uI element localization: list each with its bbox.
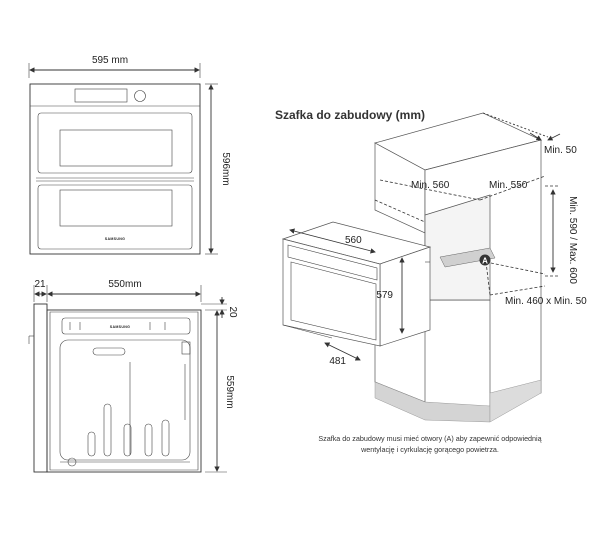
upper-door-window	[59, 129, 173, 167]
brand-logo: SAMSUNG	[105, 237, 125, 241]
opening-a-letter: A	[482, 256, 488, 265]
ventilation-note-line1: Szafka do zabudowy musi mieć otwory (A) …	[318, 434, 541, 443]
side-depth-label: 550mm	[108, 279, 141, 290]
height-range-label: Min. 590 / Max. 600	[567, 196, 578, 284]
side-top-label: 20	[227, 306, 238, 318]
side-offset-label: 21	[34, 279, 46, 290]
oven-front-iso	[282, 238, 381, 347]
min-depth-label: Min. 550	[489, 180, 528, 191]
side-height-label: 559mm	[224, 375, 235, 408]
door-profile	[33, 303, 48, 473]
min-top-label: Min. 50	[544, 145, 577, 156]
control-knob	[134, 90, 146, 102]
ventilation-note-line2: wentylację i cyrkulację gorącego powietr…	[360, 445, 499, 454]
opening-a-marker	[479, 254, 491, 266]
oven-width-label: 560	[345, 235, 362, 246]
lower-door-window	[59, 189, 173, 227]
side-brand-logo: SAMSUNG	[110, 325, 130, 329]
side-view: 21 550mm SAMSUNG 20	[28, 279, 238, 473]
cabinet-title: Szafka do zabudowy (mm)	[275, 108, 425, 122]
front-view: 595 mm SAMSUNG 596mm	[28, 55, 231, 255]
oven-front	[29, 83, 201, 255]
opening-size-label: Min. 460 x Min. 50	[505, 296, 587, 307]
oven-height-label: 579	[376, 290, 393, 301]
oven-depth-label: 481	[329, 356, 346, 367]
cabinet-diagram: Szafka do zabudowy (mm) Min. 50 Min. 560…	[275, 108, 587, 454]
oven-body-side	[46, 309, 202, 473]
min-width-label: Min. 560	[411, 180, 450, 191]
control-panel-display	[74, 88, 128, 103]
front-height-label: 596mm	[220, 152, 231, 185]
front-width-label: 595 mm	[92, 55, 128, 66]
